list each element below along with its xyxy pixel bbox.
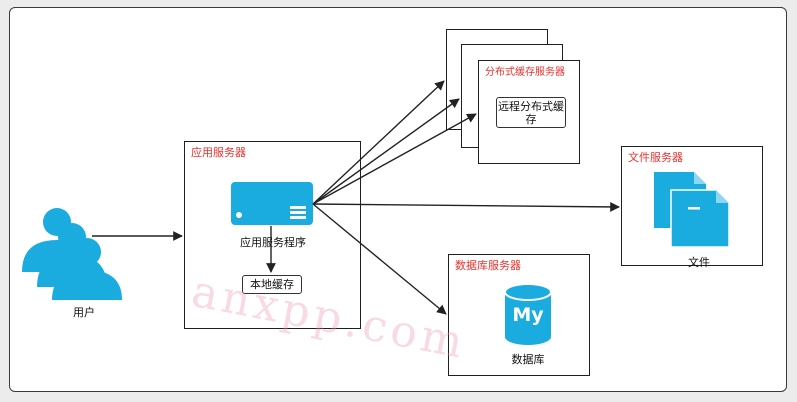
file-server-title: 文件服务器 xyxy=(628,151,683,164)
app-server-title: 应用服务器 xyxy=(191,146,246,159)
db-logo-text: My xyxy=(512,304,544,326)
remote-cache-box: 远程分布式缓存 xyxy=(496,97,566,128)
file-server-box: 文件服务器 xyxy=(621,146,763,266)
remote-cache-label: 远程分布式缓存 xyxy=(498,100,564,126)
file-label: 文件 xyxy=(688,256,710,269)
local-cache-label: 本地缓存 xyxy=(250,278,294,291)
cache-server-title: 分布式缓存服务器 xyxy=(485,67,565,78)
app-program-label: 应用服务程序 xyxy=(240,236,306,249)
db-label: 数据库 xyxy=(511,353,545,366)
user-label: 用户 xyxy=(73,306,95,319)
local-cache-box: 本地缓存 xyxy=(242,275,302,294)
db-server-title: 数据库服务器 xyxy=(455,259,521,272)
